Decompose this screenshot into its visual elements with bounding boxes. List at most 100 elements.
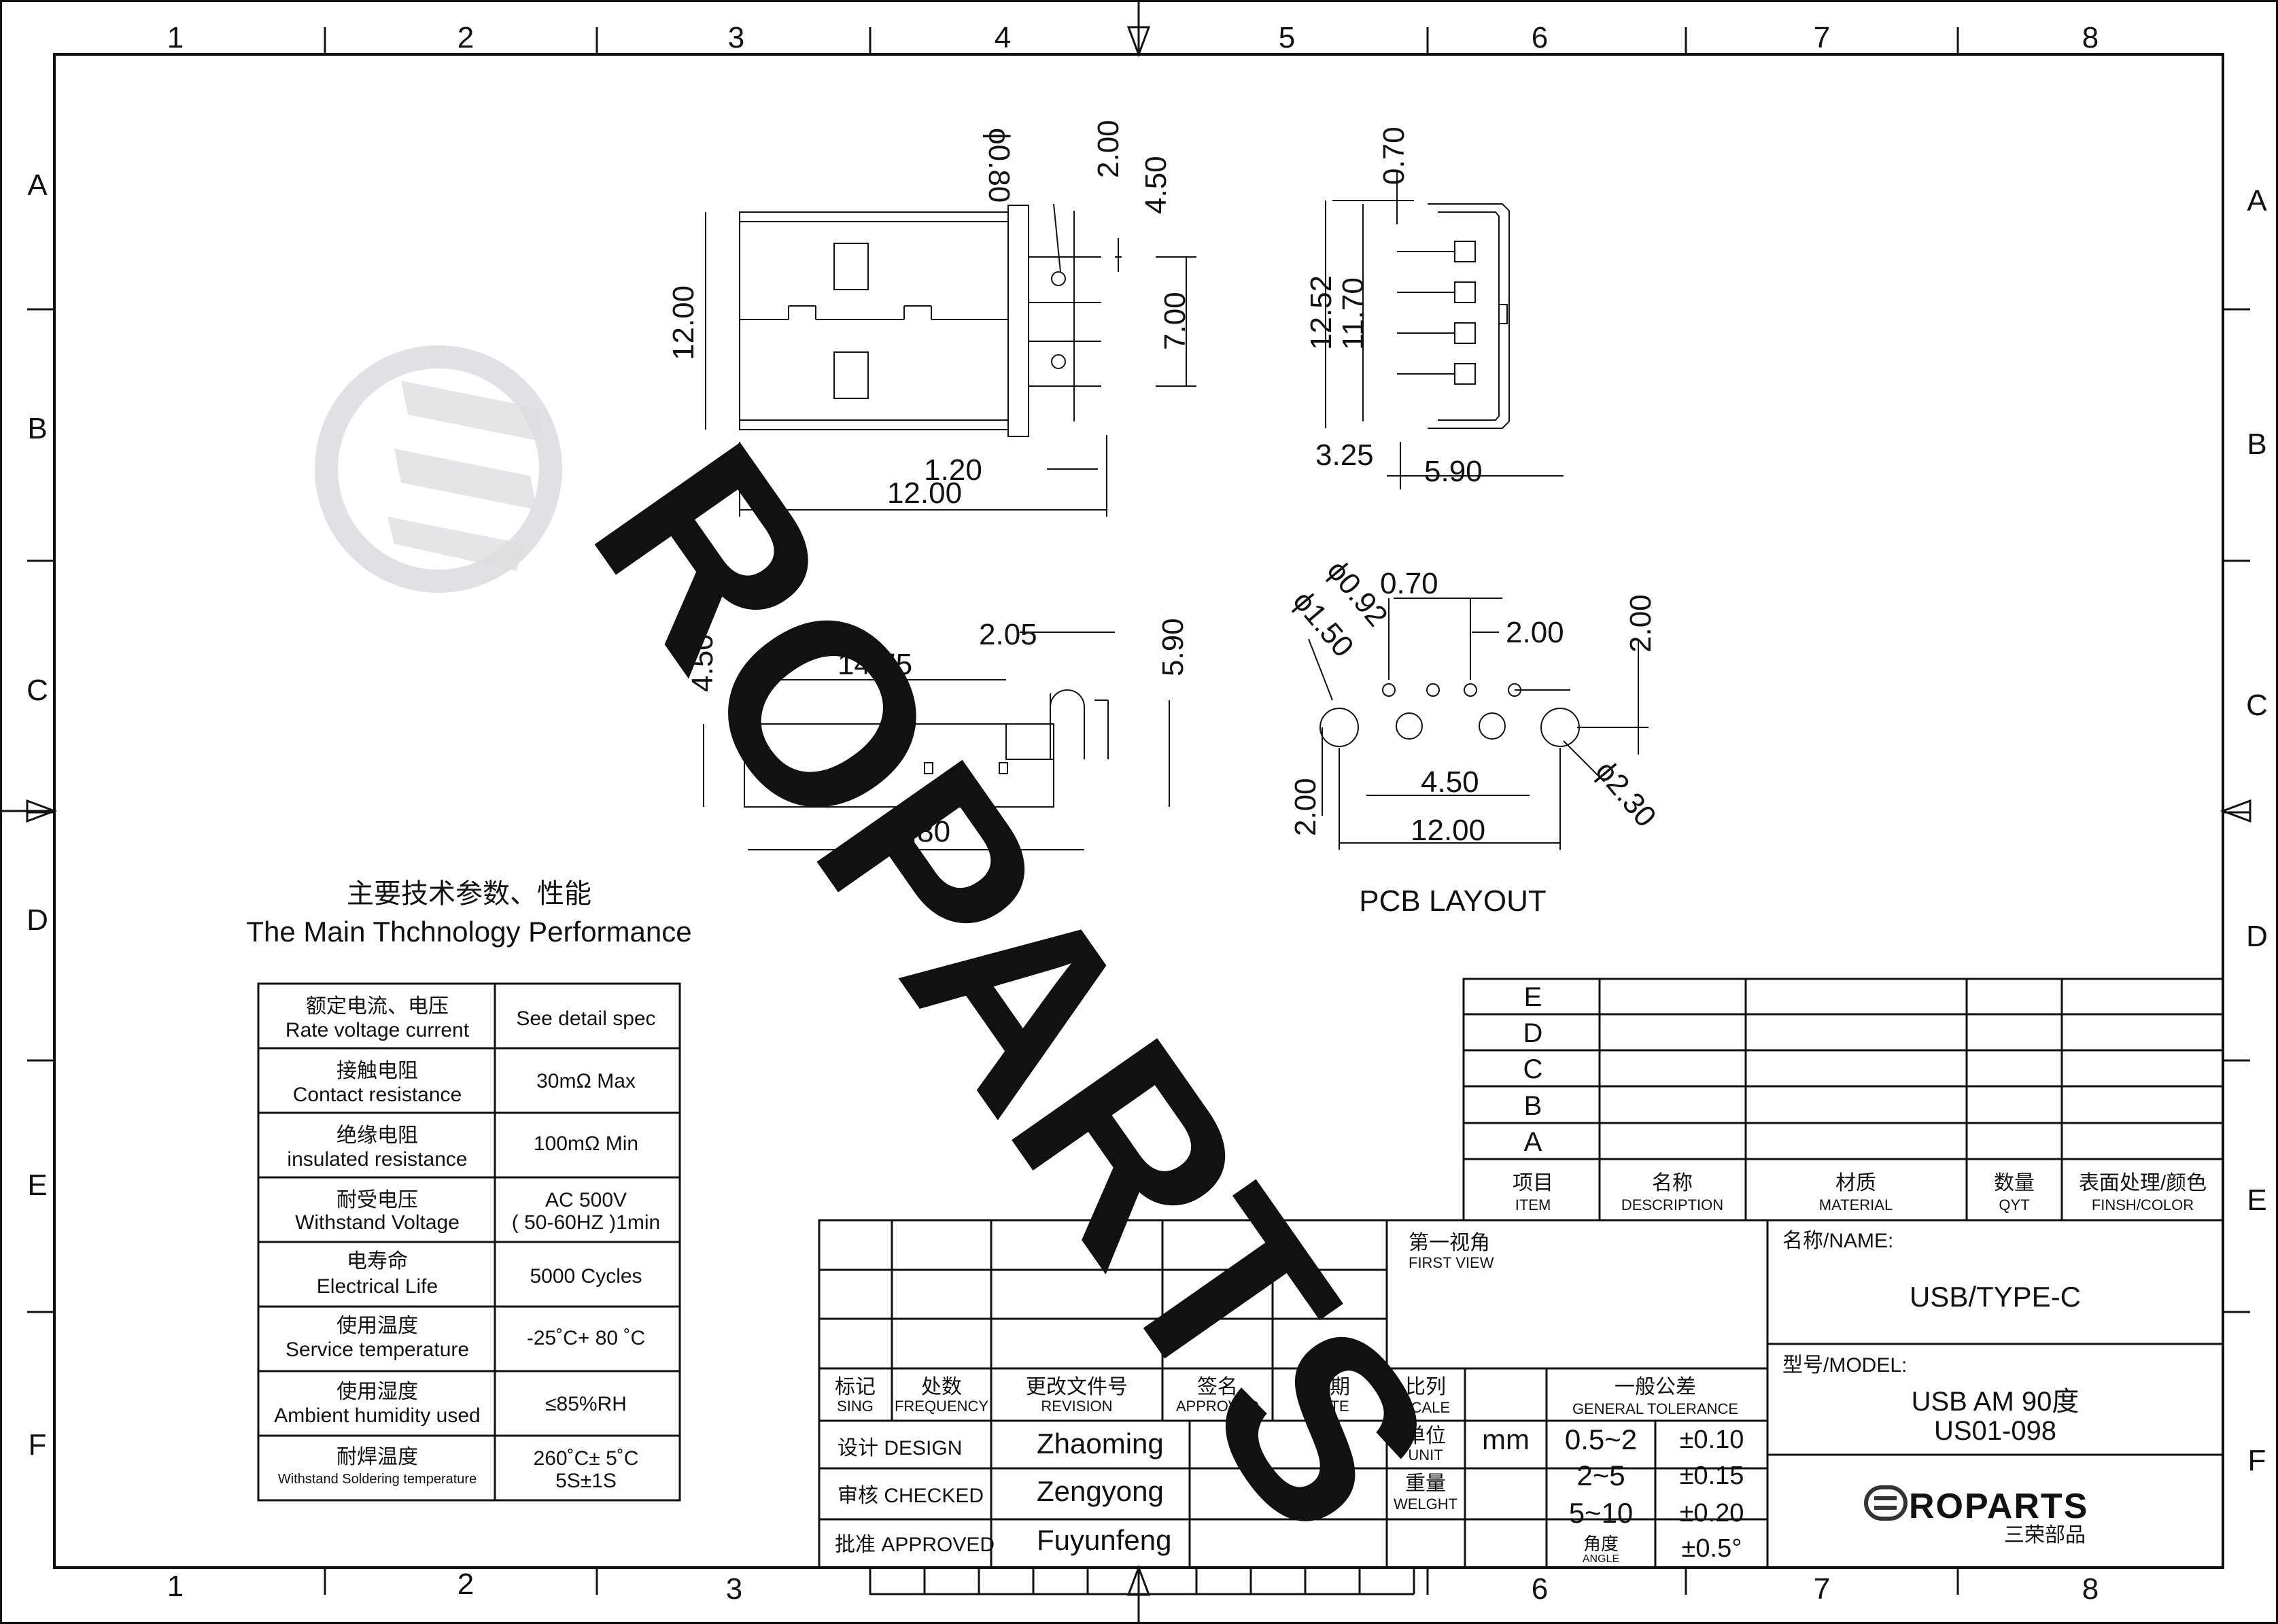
dim-front-120: 1.20 (924, 453, 982, 487)
revision-row-a: A (1524, 1127, 1542, 1157)
grid-labels: 1 2 3 4 5 6 7 8 1 2 3 6 7 8 A B C D E F … (27, 21, 2268, 1606)
change-revision-zh: 更改文件号 (1026, 1376, 1128, 1398)
scale-en: SCALE (1401, 1399, 1450, 1416)
dim-side-1252: 12.52 (1305, 275, 1338, 350)
scale-zh: 比列 (1405, 1376, 1446, 1398)
header-qty-zh: 数量 (1994, 1172, 2035, 1194)
spec-1-value: See detail spec (516, 1007, 655, 1030)
grid-row-e-right: E (2247, 1184, 2266, 1217)
dim-side-1170: 11.70 (1336, 277, 1370, 350)
dim-pcb-200-v: 2.00 (1624, 594, 1657, 653)
spec-7-zh: 使用湿度 (336, 1381, 418, 1403)
header-description-zh: 名称 (1652, 1172, 1693, 1194)
grid-col-3: 3 (728, 21, 744, 54)
dim-pcb-1200: 12.00 (1411, 814, 1485, 847)
specs-title-en: The Main Thchnology Performance (246, 916, 691, 948)
name-checked: Zengyong (1037, 1475, 1164, 1507)
dim-side-070: 0.70 (1377, 126, 1411, 185)
company-logo: ROPARTS 三荣部品 (1864, 1485, 2088, 1547)
header-item-en: ITEM (1515, 1196, 1551, 1213)
grid-row-e: E (27, 1169, 47, 1202)
grid-col-5: 5 (1279, 21, 1295, 54)
revision-row-c: C (1523, 1054, 1543, 1084)
grid-row-b: B (27, 412, 47, 445)
change-frequency-zh: 处数 (921, 1376, 962, 1398)
header-material-zh: 材质 (1835, 1172, 1876, 1194)
dim-front-1200-v: 12.00 (667, 286, 700, 360)
grid-col-4: 4 (995, 21, 1011, 54)
model-label: 型号/MODEL: (1782, 1354, 1907, 1377)
dim-pcb-070: 0.70 (1380, 567, 1438, 600)
role-design: 设计 DESIGN (838, 1437, 962, 1459)
grid-col-7: 7 (1814, 21, 1830, 54)
angle-en: ANGLE (1583, 1553, 1619, 1565)
spec-3-en: insulated resistance (287, 1148, 467, 1171)
top-view: 2.05 5.90 14.75 4.50 18.80 (686, 618, 1190, 850)
change-date-en: DATE (1310, 1398, 1349, 1415)
grid-row-a: A (27, 169, 48, 202)
tolerance-range-2: 2~5 (1576, 1459, 1625, 1491)
name-value: USB/TYPE-C (1910, 1281, 2081, 1313)
model-value-2: US01-098 (1934, 1416, 2056, 1446)
tolerance-range-3: 5~10 (1569, 1497, 1634, 1529)
specs-title-zh: 主要技术参数、性能 (347, 879, 591, 909)
change-sing-en: SING (837, 1398, 874, 1415)
grid-row-c-right: C (2246, 689, 2268, 722)
dim-top-205: 2.05 (979, 618, 1037, 651)
name-label: 名称/NAME: (1782, 1230, 1893, 1252)
dim-side-590: 5.90 (1424, 455, 1483, 488)
pcb-layout-caption: PCB LAYOUT (1359, 884, 1546, 918)
first-view-en: FIRST VIEW (1409, 1254, 1494, 1271)
grid-col-7-bottom: 7 (1814, 1572, 1830, 1606)
change-approved-en: APPROVED (1176, 1398, 1259, 1415)
tolerance-title-zh: 一般公差 (1615, 1376, 1696, 1398)
change-approved-zh: 签名 (1197, 1376, 1238, 1398)
revision-row-d: D (1523, 1018, 1543, 1048)
spec-4-en: Withstand Voltage (295, 1211, 460, 1234)
header-material-en: MATERIAL (1819, 1196, 1893, 1213)
spec-7-value: ≤85%RH (545, 1393, 627, 1415)
grid-row-f: F (29, 1428, 47, 1462)
logo-text: ROPARTS (1909, 1487, 2088, 1526)
grid-row-d: D (27, 903, 48, 937)
dim-pcb-phi230: ϕ2.30 (1589, 755, 1662, 833)
spec-4-value-2: ( 50-60HZ )1min (512, 1211, 660, 1234)
dim-top-1880: 18.80 (876, 815, 950, 848)
tolerance-value-1: ±0.10 (1680, 1426, 1744, 1454)
spec-3-value: 100mΩ Min (534, 1133, 638, 1155)
revision-table: E D C B A 项目 ITEM 名称 DESCRIPTION 材质 MATE… (1462, 978, 2224, 1222)
spec-6-zh: 使用温度 (336, 1315, 418, 1337)
grid-col-6: 6 (1532, 21, 1548, 54)
spec-5-zh: 电寿命 (347, 1250, 408, 1273)
grid-row-b-right: B (2247, 428, 2266, 461)
grid-col-3-bottom: 3 (726, 1572, 742, 1606)
dim-front-200: 2.00 (1092, 120, 1125, 178)
spec-2-zh: 接触电阻 (336, 1060, 418, 1082)
angle-zh: 角度 (1583, 1534, 1619, 1554)
spec-2-en: Contact resistance (293, 1084, 462, 1106)
role-approved: 批准 APPROVED (835, 1534, 995, 1556)
spec-5-en: Electrical Life (317, 1275, 438, 1298)
spec-6-en: Service temperature (286, 1338, 469, 1361)
grid-col-1-bottom: 1 (167, 1570, 184, 1603)
grid-row-d-right: D (2246, 920, 2268, 953)
dim-front-phi080: ϕ0.80 (982, 128, 1016, 203)
spec-8-value-1: 260˚C± 5˚C (534, 1447, 639, 1470)
dim-front-700: 7.00 (1158, 292, 1192, 350)
title-block: 标记 SING 处数 FREQUENCY 更改文件号 REVISION 签名 A… (818, 1219, 2224, 1595)
grid-col-2: 2 (458, 21, 474, 54)
header-item-zh: 项目 (1513, 1172, 1553, 1194)
logo-subtext: 三荣部品 (2004, 1524, 2086, 1547)
unit-value: mm (1482, 1423, 1530, 1455)
dim-top-1475: 14.75 (838, 648, 912, 681)
pcb-layout: ϕ0.92 0.70 ϕ1.50 2.00 2.00 2.00 4.50 ϕ2.… (1286, 554, 1662, 918)
unit-en: UNIT (1408, 1447, 1443, 1464)
dim-top-590: 5.90 (1156, 618, 1190, 676)
spec-8-zh: 耐焊温度 (336, 1446, 418, 1468)
spec-6-value: -25˚C+ 80 ˚C (527, 1327, 645, 1349)
dim-top-450: 4.50 (686, 634, 719, 692)
grid-row-f-right: F (2248, 1444, 2266, 1477)
tolerance-title-en: GENERAL TOLERANCE (1572, 1400, 1738, 1417)
revision-row-e: E (1524, 982, 1542, 1012)
